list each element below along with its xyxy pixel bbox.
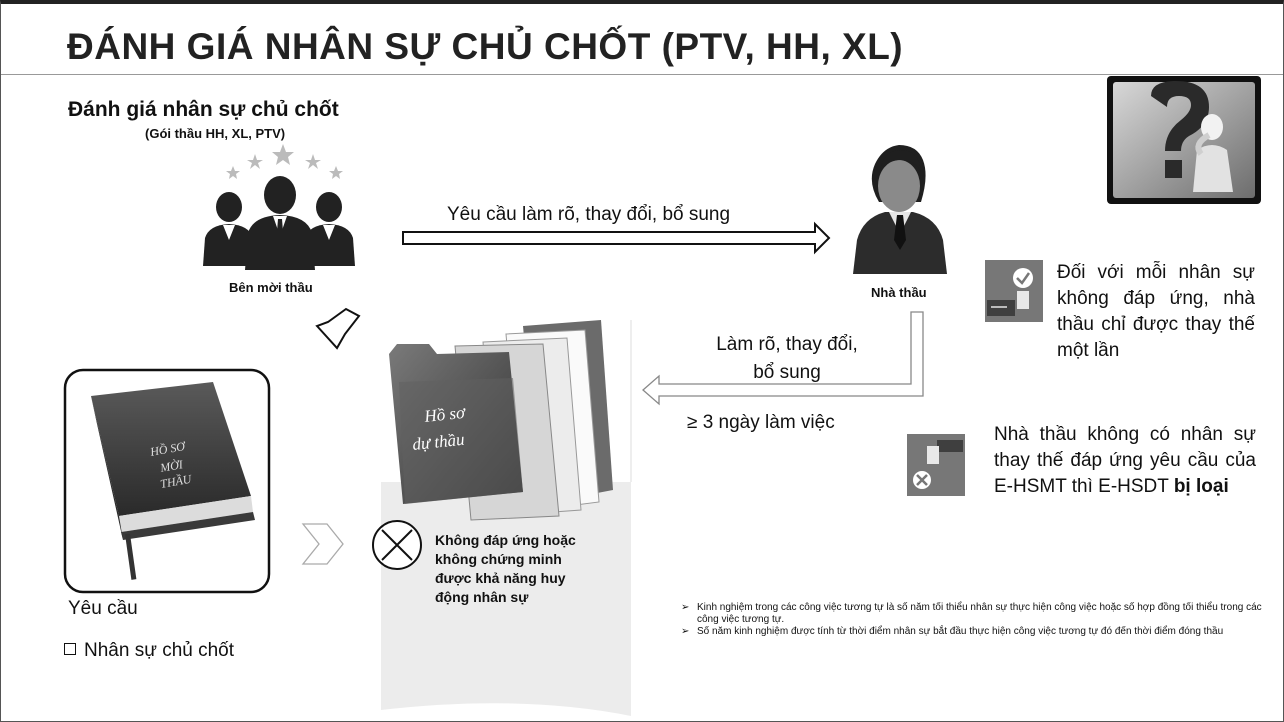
- team-people-icon: [203, 144, 355, 270]
- x-circle-icon: [372, 520, 422, 570]
- requirement-item-label: Nhân sự chủ chốt: [84, 640, 235, 661]
- document-area: [381, 482, 631, 716]
- response-label: Làm rõ, thay đổi, bổ sung: [687, 331, 887, 387]
- feedback-arrow: [315, 307, 361, 350]
- book-icon: HỒ SƠ MỜI THẦU: [63, 368, 271, 594]
- note-item: ➢ Số năm kinh nghiệm được tính từ thời đi…: [681, 626, 1281, 638]
- response-arrow: [642, 311, 924, 406]
- hand-x-icon: [907, 434, 965, 496]
- checkbox-icon: [64, 643, 76, 655]
- request-arrow: [402, 221, 831, 255]
- question-mark-person-icon: [1107, 76, 1261, 204]
- note-text: Số năm kinh nghiệm được tính từ thời điể…: [697, 626, 1224, 637]
- response-label-line-1: Làm rõ, thay đổi,: [716, 334, 858, 355]
- deadline-label: ≥ 3 ngày làm việc: [687, 412, 835, 433]
- procuring-entity-label: Bên mời thầu: [229, 280, 313, 295]
- section-subtitle-note: (Gói thầu HH, XL, PTV): [145, 126, 286, 141]
- folder-stack-icon: Hồ sơ dự thầu: [389, 320, 613, 521]
- contractor-label: Nhà thầu: [871, 285, 927, 300]
- page-title: ĐÁNH GIÁ NHÂN SỰ CHỦ CHỐT (PTV, HH, XL): [67, 26, 904, 67]
- book-label-2: MỜI: [158, 457, 185, 475]
- rejection-rule-emphasis: bị loại: [1173, 476, 1229, 497]
- replace-once-rule: Đối với mỗi nhân sự không đáp ứng, nhà t…: [1057, 262, 1255, 361]
- response-label-line-2: bổ sung: [753, 362, 821, 383]
- reject-condition: Không đáp ứng hoặc không chứng minh được…: [435, 532, 576, 605]
- note-item: ➢ Kinh nghiệm trong các công việc tương t…: [681, 602, 1281, 626]
- book-label-3: THẦU: [159, 471, 194, 491]
- section-subtitle: Đánh giá nhân sự chủ chốt: [68, 98, 339, 121]
- requirements-label: Yêu cầu: [68, 598, 138, 619]
- request-label: Yêu cầu làm rõ, thay đổi, bổ sung: [447, 204, 731, 225]
- note-text: Kinh nghiệm trong các công việc tương tự…: [697, 602, 1262, 625]
- businessman-icon: [853, 145, 947, 274]
- arrow-bullet-icon: ➢: [681, 626, 690, 637]
- diagram-graphics: Hồ sơ dự thầu HỒ SƠ MỜI THẦU: [63, 76, 1261, 716]
- title-divider: [1, 74, 1283, 75]
- notes-list: ➢ Kinh nghiệm trong các công việc tương t…: [681, 602, 1281, 638]
- rejection-rule-text: Nhà thầu không có nhân sự thay thế đáp ứ…: [994, 424, 1256, 497]
- requirement-item: Nhân sự chủ chốt: [64, 640, 234, 662]
- folder-label-1: Hồ sơ: [422, 403, 466, 426]
- hand-check-icon: [985, 260, 1043, 322]
- chevron-right-icon: [301, 523, 344, 565]
- arrow-bullet-icon: ➢: [681, 602, 690, 613]
- rejection-rule: Nhà thầu không có nhân sự thay thế đáp ứ…: [994, 422, 1256, 500]
- book-label-1: HỒ SƠ: [148, 438, 187, 459]
